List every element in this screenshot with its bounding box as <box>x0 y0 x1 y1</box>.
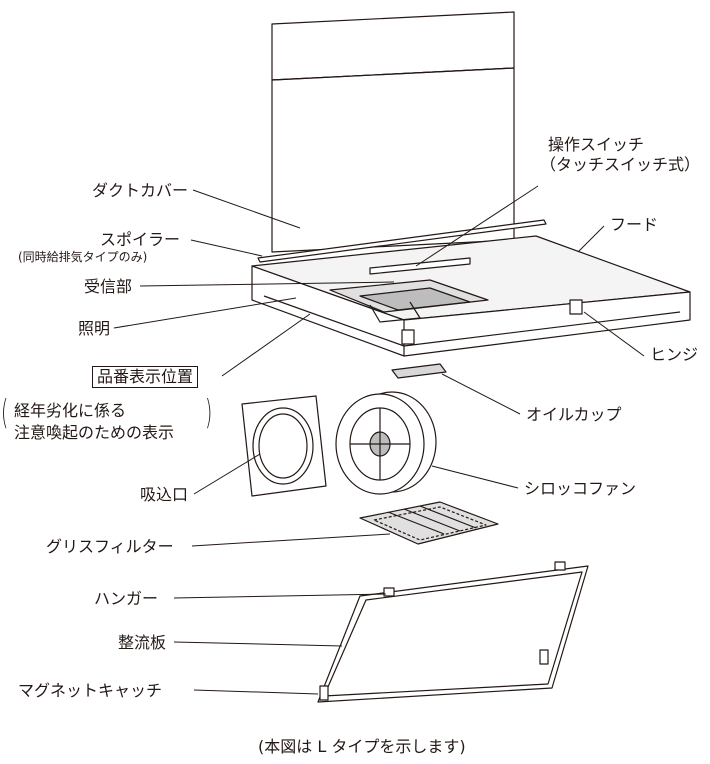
spoiler-label: スポイラー <box>100 230 181 249</box>
operation-switch-type-label: （タッチスイッチ式） <box>540 155 701 174</box>
grease-filter <box>359 501 499 545</box>
hanger-label: ハンガー <box>94 589 159 608</box>
warning-label-line2: 注意喚起のための表示 <box>14 423 175 442</box>
hinge-label: ヒンジ <box>650 345 699 364</box>
rectifier-plate-label: 整流板 <box>118 633 167 652</box>
operation-switch-label: 操作スイッチ <box>548 135 645 154</box>
warning-open-paren: ( <box>0 393 9 433</box>
warning-close-paren: ) <box>204 393 213 433</box>
lighting-label: 照明 <box>78 319 111 338</box>
oil-cup <box>391 363 447 379</box>
duct-cover <box>271 11 515 253</box>
hinge <box>401 299 583 345</box>
figure-caption: (本図は L タイプを示します) <box>258 737 466 756</box>
sirocco-fan <box>335 391 437 495</box>
product-label-position: 品番表示位置 <box>92 366 199 388</box>
intake-plate <box>241 395 327 497</box>
warning-label-line1: 経年劣化に係る <box>14 401 127 420</box>
receiver-label: 受信部 <box>84 277 133 296</box>
intake-label: 吸込口 <box>140 485 189 504</box>
hood-label: フード <box>610 215 659 234</box>
grease-filter-label: グリスフィルター <box>46 537 174 556</box>
magnet-catch-label: マグネットキャッチ <box>18 681 163 700</box>
leader-lines <box>113 185 645 695</box>
sirocco-fan-label: シロッコファン <box>524 479 637 498</box>
rectifier-plate <box>317 561 589 703</box>
spoiler <box>257 219 547 263</box>
duct-cover-label: ダクトカバー <box>92 181 189 200</box>
spoiler-note: (同時給排気タイプのみ) <box>18 250 148 264</box>
hood-underside <box>329 279 489 323</box>
oil-cup-label: オイルカップ <box>526 405 622 424</box>
